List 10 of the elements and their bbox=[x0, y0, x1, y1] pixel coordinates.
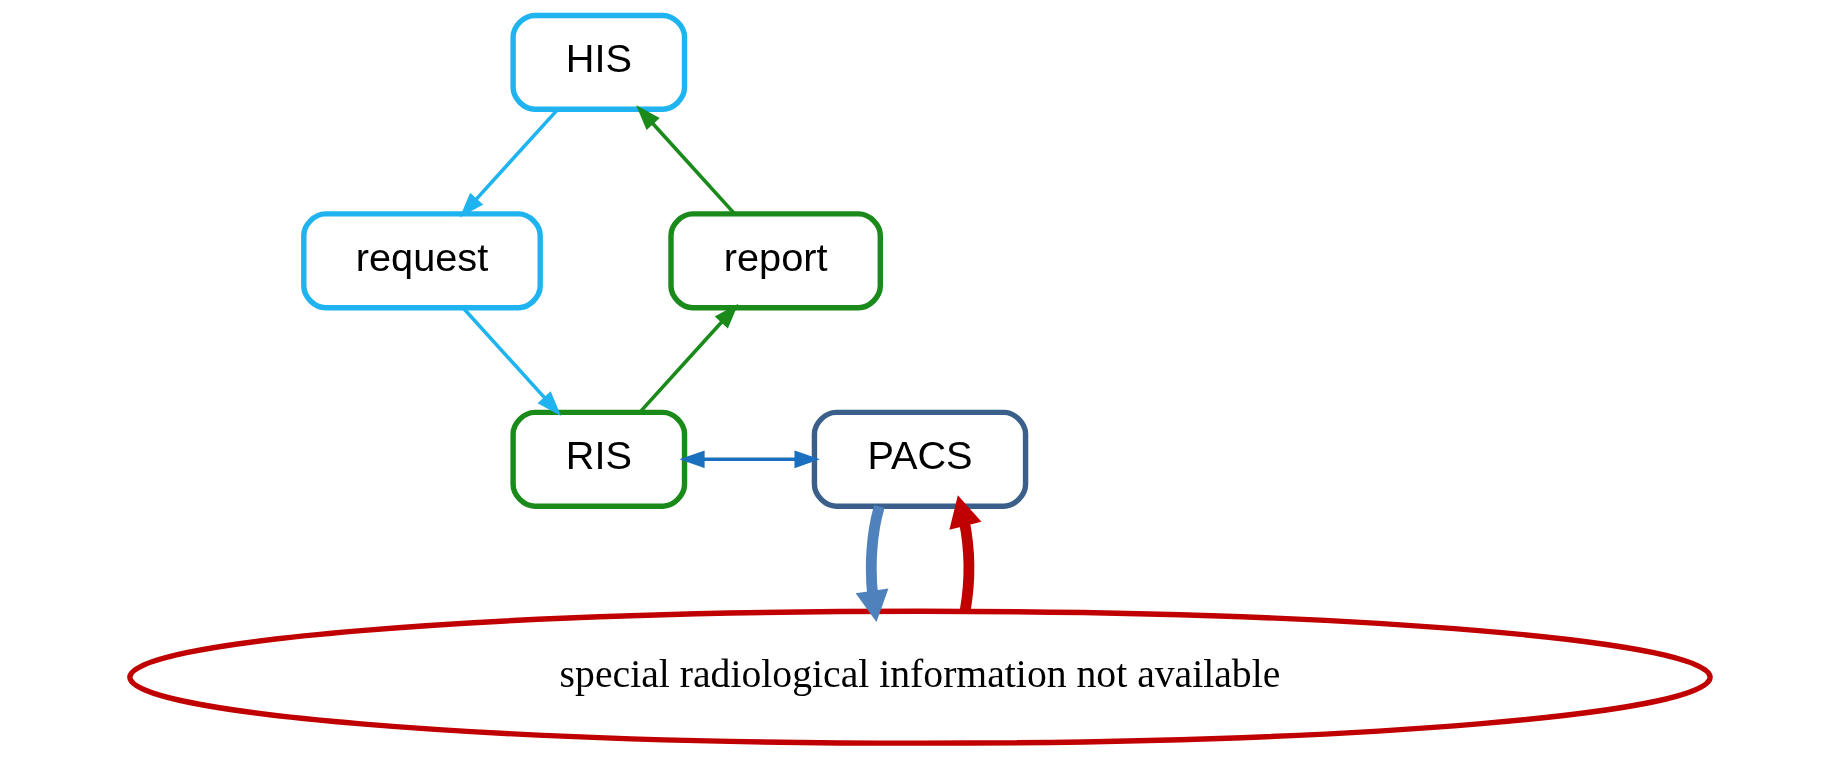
node-ellipse: special radiological information not available bbox=[126, 608, 1713, 746]
node-box: PACS bbox=[811, 409, 1028, 509]
node-box: HIS bbox=[509, 12, 687, 112]
arrow bbox=[678, 450, 820, 469]
arrow bbox=[948, 495, 981, 612]
node-box: RIS bbox=[509, 409, 687, 509]
arrow bbox=[855, 505, 888, 623]
arrow bbox=[635, 105, 736, 215]
node-box: request bbox=[300, 211, 543, 311]
node-box: report bbox=[667, 211, 883, 311]
